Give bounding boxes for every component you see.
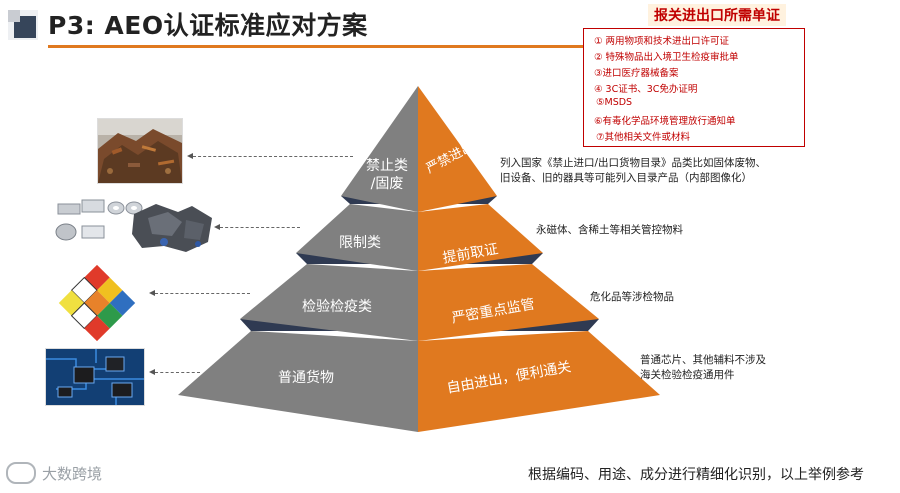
tier-2-left (296, 204, 418, 271)
arrow-line-3 (155, 293, 250, 294)
scrap-metal-photo (97, 118, 183, 184)
certificate-item: ① 两用物项和技术进出口许可证 (594, 36, 730, 47)
circuit-board-photo (45, 348, 145, 406)
brand-logo: 大数跨境 (6, 462, 102, 484)
tier-3-left (240, 264, 418, 341)
page-title: P3: AEO认证标准应对方案 (48, 11, 368, 40)
arrow-head-2 (214, 224, 220, 230)
footer-note: 根据编码、用途、成分进行精细化识别，以上举例参考 (528, 467, 864, 483)
arrow-line-1 (193, 156, 353, 157)
tier-4-right (418, 331, 660, 432)
title-bar: P3: AEO认证标准应对方案 (0, 2, 900, 48)
arrow-head-1 (187, 153, 193, 159)
tier-2-category: 限制类 (339, 235, 381, 251)
tier-2-right (418, 204, 543, 271)
tier-4-category: 普通货物 (278, 370, 334, 386)
tier-3-right (418, 264, 599, 341)
arrow-line-2 (220, 227, 300, 228)
title-underline (48, 45, 588, 48)
tier-1-right (418, 86, 497, 212)
certificates-heading: 报关进出口所需单证 (648, 4, 786, 26)
tier-1-description-line: 列入国家《禁止进口/出口货物目录》品类比如固体废物、 (500, 157, 767, 169)
tier-3-category: 检验检疫类 (302, 299, 372, 315)
tier-2-description-line: 永磁体、含稀土等相关管控物料 (536, 224, 683, 236)
title-square-icon (8, 10, 38, 40)
certificate-item: ⑦其他相关文件或材料 (596, 132, 691, 143)
tier-4-left (178, 331, 418, 432)
tier-1-category-line2: /固废 (370, 176, 404, 192)
tier-4-description-line: 普通芯片、其他辅料不涉及 (640, 354, 766, 366)
tier-1-category-line1: 禁止类 (366, 158, 408, 174)
brand-logo-icon (6, 462, 36, 484)
arrow-line-4 (155, 372, 200, 373)
tier-1-category: 禁止类 /固废 (366, 157, 408, 193)
certificate-item: ③进口医疗器械备案 (594, 68, 679, 79)
certificate-item: ⑥有毒化学品环境管理放行通知单 (594, 116, 736, 127)
certificates-box: ① 两用物项和技术进出口许可证 ② 特殊物品出入境卫生检疫审批单 ③进口医疗器械… (583, 28, 805, 147)
certificate-item: ④ 3C证书、3C免办证明 (594, 84, 698, 95)
arrow-head-4 (149, 369, 155, 375)
tier-1-left (341, 86, 418, 212)
tier-2-description: 永磁体、含稀土等相关管控物料 (536, 223, 683, 238)
hazard-labels-photo (48, 262, 146, 344)
tier-4-description: 普通芯片、其他辅料不涉及 海关检验检疫通用件 (640, 353, 766, 383)
certificate-item: ⑤MSDS (596, 97, 633, 108)
tier-1-description: 列入国家《禁止进口/出口货物目录》品类比如固体废物、 旧设备、旧的器具等可能列入… (500, 156, 766, 186)
magnets-ore-photo (52, 196, 218, 258)
tier-3-description: 危化品等涉检物品 (590, 290, 674, 305)
tier-1-description-line: 旧设备、旧的器具等可能列入目录产品（内部图像化） (500, 172, 752, 184)
arrow-head-3 (149, 290, 155, 296)
tier-4-description-line: 海关检验检疫通用件 (640, 369, 735, 381)
tier-3-description-line: 危化品等涉检物品 (590, 291, 674, 303)
certificate-item: ② 特殊物品出入境卫生检疫审批单 (594, 52, 739, 63)
brand-logo-text: 大数跨境 (42, 464, 103, 483)
